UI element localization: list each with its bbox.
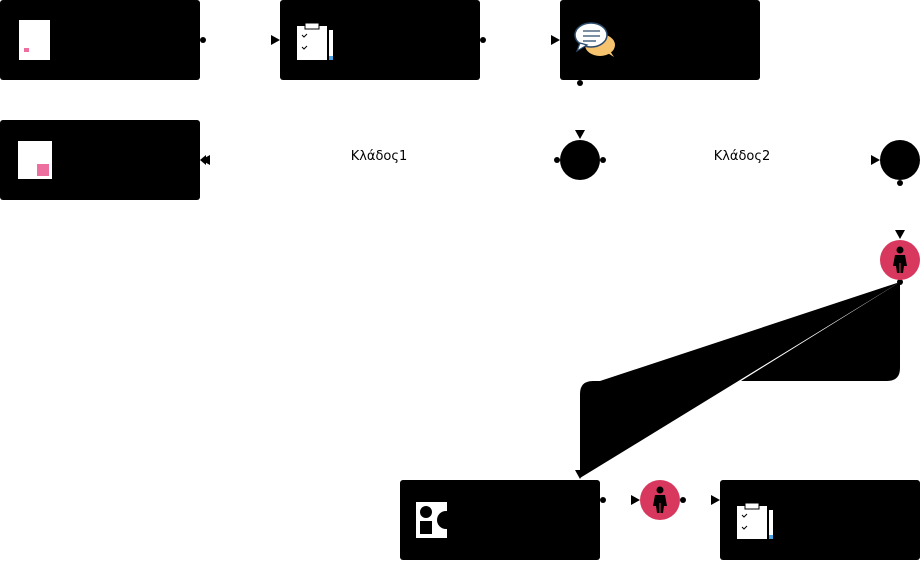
edge-doc-to-checklist[interactable] xyxy=(200,35,280,45)
task-shapes[interactable] xyxy=(400,480,600,560)
edge-person-to-shapes[interactable] xyxy=(575,279,903,479)
gateway-1[interactable] xyxy=(560,140,600,180)
shapes-icon xyxy=(416,502,455,538)
edge-checklist-to-chat[interactable] xyxy=(480,35,560,45)
task-chat[interactable] xyxy=(560,0,760,80)
edge-chat-to-gateway[interactable] xyxy=(575,80,585,139)
task-checklist-1[interactable] xyxy=(280,0,480,80)
task-checklist-2[interactable] xyxy=(720,480,920,560)
edge-gateway-to-person[interactable] xyxy=(895,180,905,239)
chat-bubbles-icon xyxy=(574,22,615,57)
person-icon xyxy=(653,486,667,513)
checklist-icon xyxy=(737,502,773,539)
edge-shapes-to-person[interactable] xyxy=(600,495,640,505)
edge-branch-2[interactable]: Κλάδος2 xyxy=(600,149,880,165)
gateway-2[interactable] xyxy=(880,140,920,180)
task-note[interactable] xyxy=(0,120,200,200)
document-icon xyxy=(19,20,50,60)
branch-1-label: Κλάδος1 xyxy=(351,149,408,164)
person-event-1[interactable] xyxy=(880,240,920,280)
task-document[interactable] xyxy=(0,0,200,80)
person-event-2[interactable] xyxy=(640,480,680,520)
branch-2-label: Κλάδος2 xyxy=(714,149,771,164)
edge-branch-1[interactable]: Κλάδος1 xyxy=(200,149,560,165)
note-icon xyxy=(18,141,52,179)
edge-person-to-checklist[interactable] xyxy=(680,495,720,505)
connectors: Κλάδος1 Κλάδος2 xyxy=(200,35,905,505)
person-icon xyxy=(893,246,907,273)
checklist-icon xyxy=(297,22,333,60)
